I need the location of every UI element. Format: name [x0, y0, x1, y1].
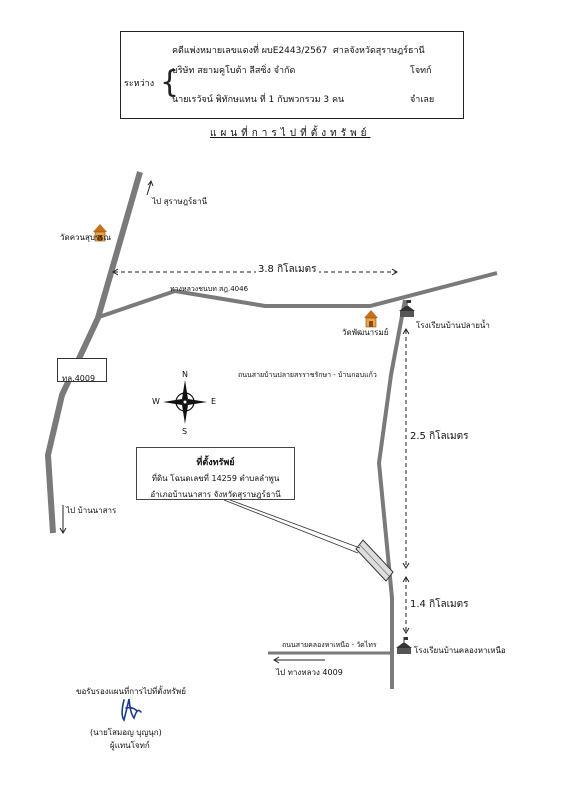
arrow-icon-to-surat: [146, 179, 154, 196]
label-road-4009: ทล.4009: [62, 374, 96, 383]
defendant-name: นายเรวัจน์ พิทักษแทน ที่ 1 กับพวกรวม 3 ค…: [172, 95, 345, 105]
compass-icon: [163, 380, 207, 424]
label-school-plai-nam: โรงเรียนบ้านปลายน้ำ: [416, 321, 490, 330]
road-main-4009: [44, 171, 143, 534]
label-school-khlong: โรงเรียนบ้านคลองหาเหนือ: [414, 646, 506, 655]
plaintiff-name: บริษัท สยามคูโบต้า ลีสซิ่ง จำกัด: [172, 66, 296, 76]
property-line2: อำเภอบ้านนาสาร จังหวัดสุราษฎร์ธานี: [150, 490, 281, 499]
arrow-icon-14-top: [402, 576, 410, 583]
signature-icon: [121, 698, 142, 722]
arrow-icon-38-left: [112, 268, 119, 276]
label-to-ban-na-san: ไป บ้านนาสาร: [66, 506, 117, 515]
compass-n: N: [182, 370, 188, 379]
road-plai-sai: [376, 299, 407, 689]
defendant-role: จำเลย: [410, 95, 435, 105]
arrow-icon-38-right: [391, 268, 398, 276]
label-to-surat: ไป สุราษฎร์ธานี: [152, 197, 208, 206]
temple-icon-wat-phatthanaram: [364, 310, 378, 328]
arrow-icon-25-top: [402, 328, 410, 335]
temple-icon-wat-khuan: [93, 224, 107, 242]
footer-certify: ขอรับรองแผนที่การไปที่ตั้งทรัพย์: [76, 687, 186, 696]
arrow-icon-to-hwy-4009: [273, 656, 325, 664]
court-name: ศาลจังหวัดสุราษฎร์ธานี: [333, 46, 425, 56]
footer-role: ผู้แทนโจทก์: [110, 741, 150, 750]
label-dist-25: 2.5 กิโลเมตร: [410, 431, 469, 442]
between-label: ระหว่าง: [124, 79, 155, 89]
case-prefix: คดีแพ่งหมายเลขแดงที่: [172, 46, 259, 56]
school-icon-plai-nam: [399, 300, 415, 317]
arrow-icon-14-bottom: [402, 627, 410, 634]
road-sign-4009: ทล.4009: [57, 358, 107, 383]
road-4046: [95, 271, 498, 320]
arrow-icon-to-ban-na-san: [59, 505, 67, 534]
label-road-plai-sai: ถนนสายบ้านปลายสรราชรักษา - บ้านกอบแก้ว: [238, 371, 377, 379]
arrow-icon-25-bottom: [402, 562, 410, 569]
property-parcel: [355, 539, 394, 582]
label-dist-38: 3.8 กิโลเมตร: [256, 262, 319, 277]
property-line1: ที่ดิน โฉนดเลขที่ 14259 ตำบลลำพูน: [151, 474, 280, 483]
case-line: คดีแพ่งหมายเลขแดงที่ ผบE2443/2567 ศาลจัง…: [172, 43, 425, 57]
footer-name: (นายโสมอญ บุญนุก): [90, 728, 162, 737]
label-road-khlong: ถนนสายคลองหาเหนือ - วัดไทร: [282, 641, 377, 649]
map-title: แผนที่การไปที่ตั้งทรัพย์: [210, 128, 371, 139]
label-dist-14: 1.4 กิโลเมตร: [410, 599, 469, 610]
plaintiff-role: โจทก์: [410, 66, 432, 76]
property-leader: [223, 499, 361, 554]
school-icon-khlong: [396, 637, 412, 654]
compass-e: E: [211, 397, 217, 406]
case-number: ผบE2443/2567: [261, 46, 328, 56]
property-title: ที่ตั้งทรัพย์: [196, 458, 235, 468]
case-header-box: [120, 31, 464, 119]
between-brace: {: [160, 65, 180, 100]
compass-s: S: [182, 427, 188, 436]
label-to-hwy-4009: ไป ทางหลวง 4009: [276, 668, 343, 677]
compass-w: W: [152, 397, 160, 406]
label-wat-khuan: วัดควนสุบรรณ: [60, 233, 111, 242]
label-wat-phatthanaram: วัดพัฒนารมย์: [342, 328, 389, 337]
property-info-box: ที่ตั้งทรัพย์ ที่ดิน โฉนดเลขที่ 14259 ตำ…: [136, 447, 295, 500]
label-highway-4046: ทางหลวงชนบท สฎ.4046: [170, 285, 249, 293]
